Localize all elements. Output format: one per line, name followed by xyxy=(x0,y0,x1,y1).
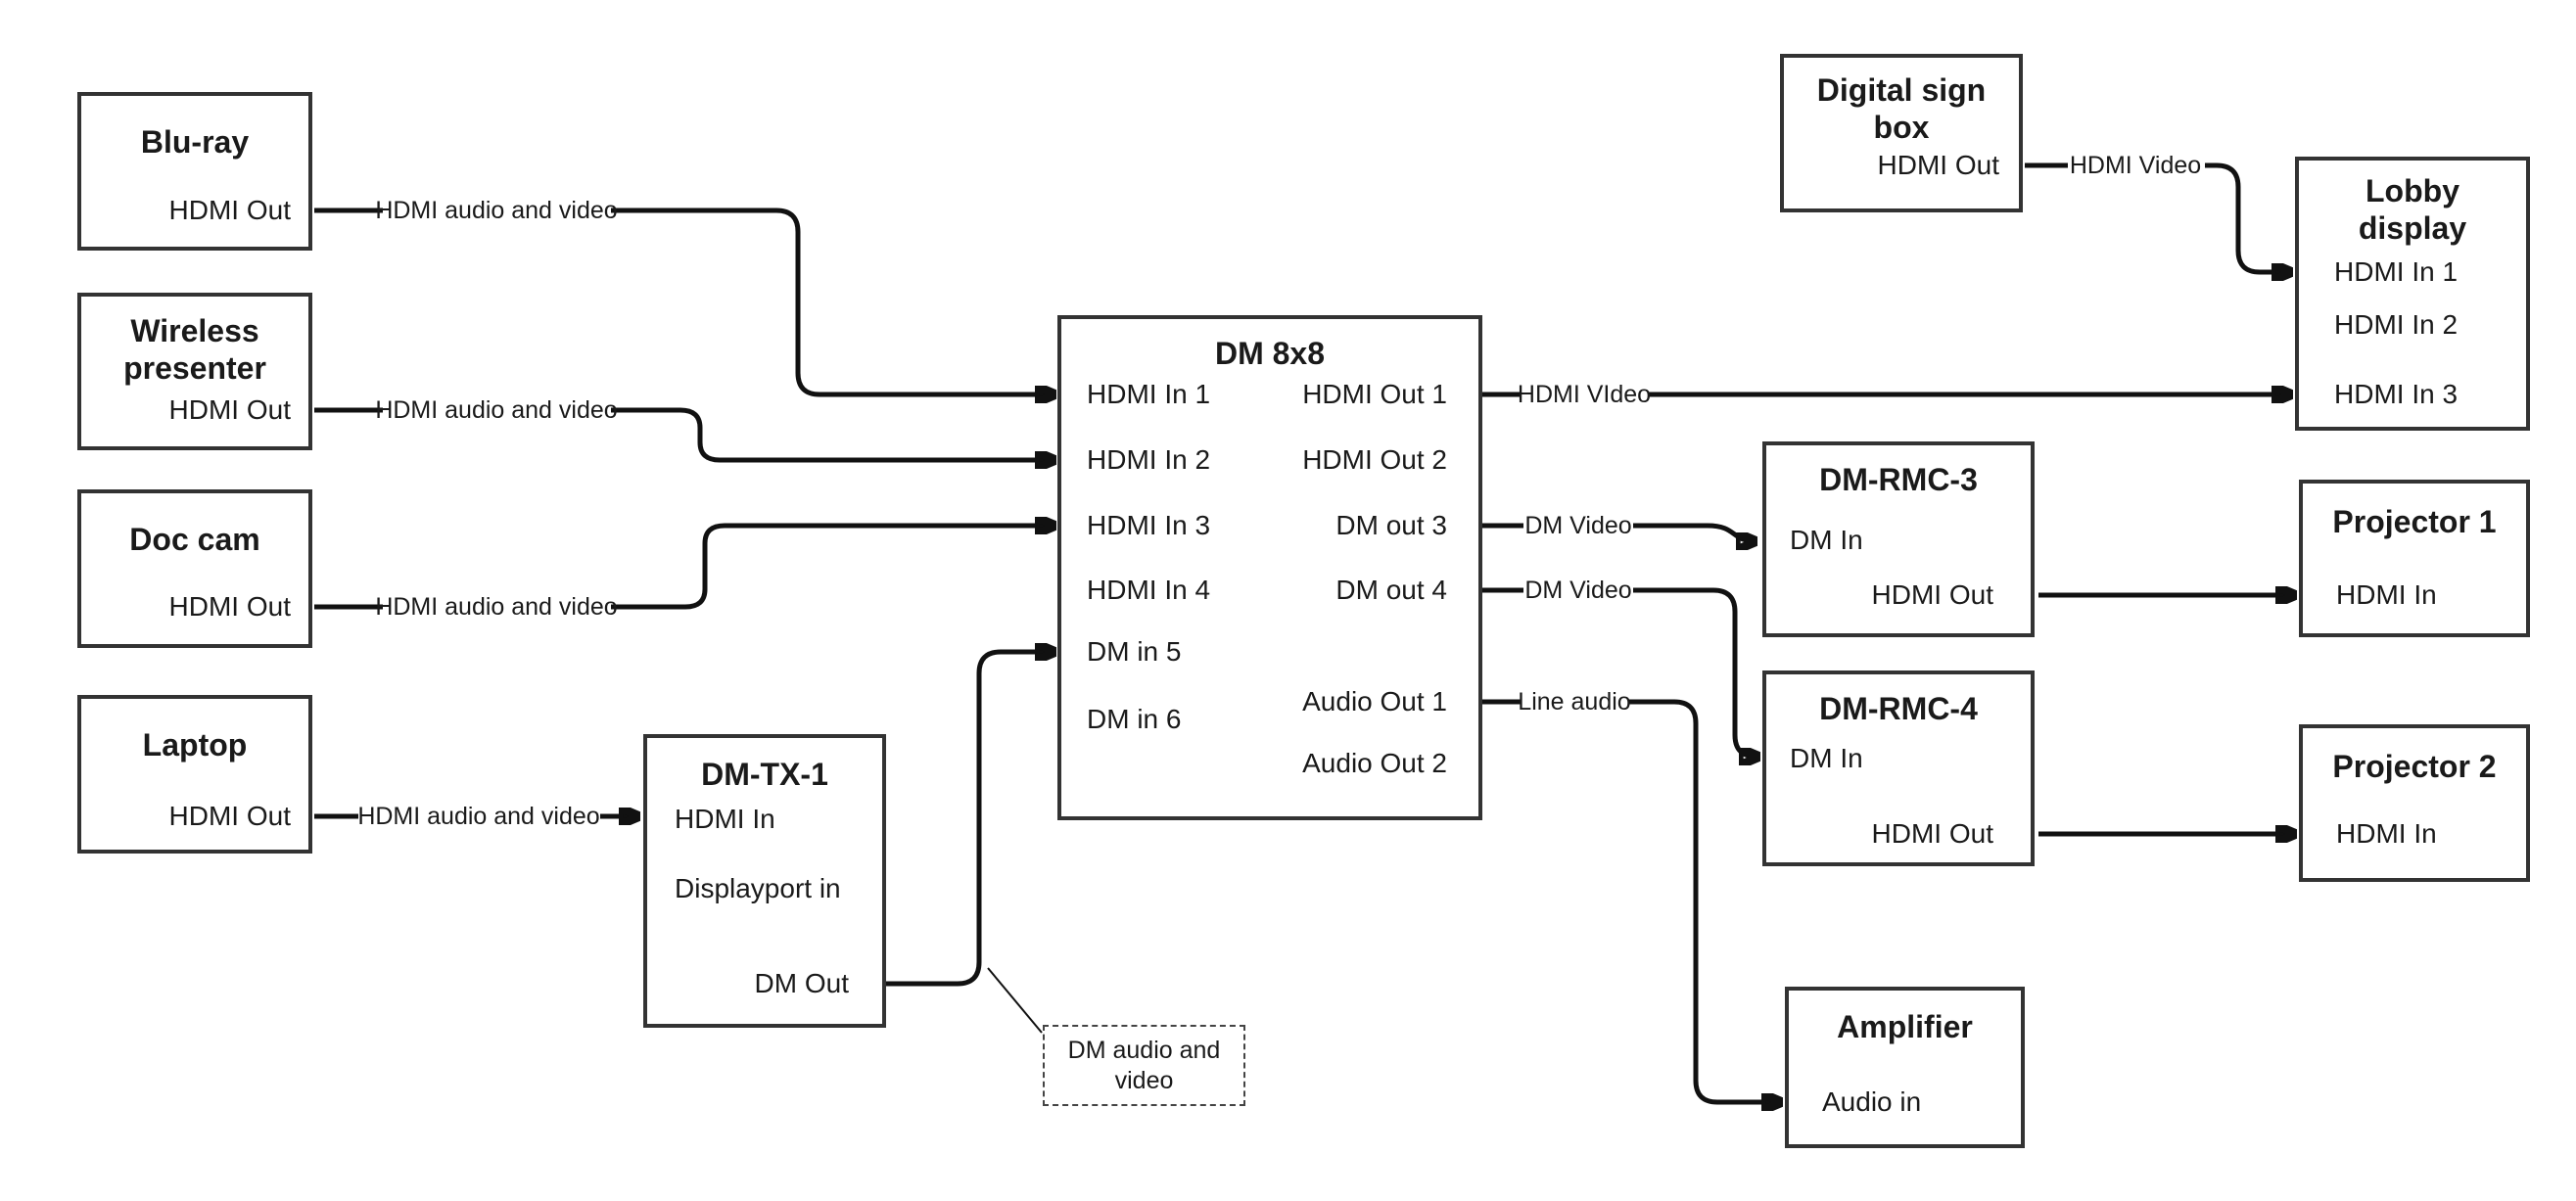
device-box-projector-2: Projector 2 HDMI In xyxy=(2299,724,2530,882)
port-dm8x8-hdmi-out-2: HDMI Out 2 xyxy=(1302,444,1447,475)
wire-label-dm-out-4: DM Video xyxy=(1524,577,1632,604)
wire-label-laptop: HDMI audio and video xyxy=(357,803,600,830)
wire-signbox-to-lobby xyxy=(2205,162,2291,272)
callout-dm-audio-video: DM audio and video xyxy=(1043,1025,1245,1106)
port-rmc3-hdmi-out: HDMI Out xyxy=(1871,579,1993,610)
wire-label-signbox: HDMI Video xyxy=(2069,152,2202,179)
port-proj2-hdmi-in: HDMI In xyxy=(2336,818,2437,849)
port-laptop-hdmi-out: HDMI Out xyxy=(168,801,291,831)
port-dm8x8-audio-out-1: Audio Out 1 xyxy=(1302,686,1447,716)
port-dm8x8-hdmi-out-1: HDMI Out 1 xyxy=(1302,379,1447,409)
wire-doccam-to-dm8x8 xyxy=(611,526,1054,610)
wire-label-bluray: HDMI audio and video xyxy=(375,197,618,224)
port-bluray-hdmi-out: HDMI Out xyxy=(168,195,291,225)
device-box-dm-tx-1: DM-TX-1 HDMI In Displayport in DM Out xyxy=(643,734,886,1028)
box-title-dm-tx-1: DM-TX-1 xyxy=(701,757,828,792)
wire-label-hdmi-out-1: HDMI VIdeo xyxy=(1517,381,1652,408)
port-amp-audio-in: Audio in xyxy=(1822,1086,1922,1117)
port-dm8x8-hdmi-in-3: HDMI In 3 xyxy=(1087,510,1211,540)
device-box-lobby-display: Lobby display HDMI In 1 HDMI In 2 HDMI I… xyxy=(2295,157,2530,431)
device-box-laptop: Laptop HDMI Out xyxy=(77,695,312,854)
port-dm8x8-dm-out-4: DM out 4 xyxy=(1335,575,1447,605)
port-dm8x8-hdmi-in-1: HDMI In 1 xyxy=(1087,379,1211,409)
box-title-amplifier: Amplifier xyxy=(1837,1009,1973,1044)
device-box-dm-8x8: DM 8x8 HDMI In 1 HDMI In 2 HDMI In 3 HDM… xyxy=(1057,315,1482,820)
port-rmc4-hdmi-out: HDMI Out xyxy=(1871,818,1993,849)
port-dm8x8-hdmi-in-4: HDMI In 4 xyxy=(1087,575,1211,605)
box-title-doc-cam: Doc cam xyxy=(129,522,260,557)
port-lobby-hdmi-in-2: HDMI In 2 xyxy=(2334,309,2459,340)
device-box-dm-rmc-3: DM-RMC-3 DM In HDMI Out xyxy=(1762,441,2035,637)
port-dmtx1-hdmi-in: HDMI In xyxy=(675,804,775,834)
device-box-amplifier: Amplifier Audio in xyxy=(1785,987,2025,1148)
box-title-dm-8x8: DM 8x8 xyxy=(1214,336,1326,371)
device-box-wireless-presenter: Wireless presenter HDMI Out xyxy=(77,293,312,450)
port-lobby-hdmi-in-3: HDMI In 3 xyxy=(2334,379,2459,409)
port-dm8x8-dm-in-6: DM in 6 xyxy=(1087,704,1182,734)
port-doccam-hdmi-out: HDMI Out xyxy=(168,591,291,622)
box-title-wireless-presenter: Wireless presenter xyxy=(123,313,266,386)
box-title-laptop: Laptop xyxy=(142,727,248,762)
box-title-dm-rmc-3: DM-RMC-3 xyxy=(1819,462,1978,497)
port-proj1-hdmi-in: HDMI In xyxy=(2336,579,2437,610)
wire-dmout3-to-rmc3 xyxy=(1633,523,1756,541)
box-title-lobby-display: Lobby display xyxy=(2358,173,2467,246)
port-rmc4-dm-in: DM In xyxy=(1790,743,1863,773)
box-title-projector-2: Projector 2 xyxy=(2332,749,2497,784)
wire-label-doccam: HDMI audio and video xyxy=(375,593,618,621)
device-box-bluray: Blu-ray HDMI Out xyxy=(77,92,312,251)
port-rmc3-dm-in: DM In xyxy=(1790,525,1863,555)
device-box-doc-cam: Doc cam HDMI Out xyxy=(77,489,312,648)
wire-dmout4-to-rmc4 xyxy=(1633,587,1758,757)
port-wireless-hdmi-out: HDMI Out xyxy=(168,394,291,425)
device-box-dm-rmc-4: DM-RMC-4 DM In HDMI Out xyxy=(1762,670,2035,866)
wire-bluray-to-dm8x8 xyxy=(611,208,1054,394)
port-dm8x8-hdmi-in-2: HDMI In 2 xyxy=(1087,444,1211,475)
wire-dmtx1-to-dm8x8 xyxy=(886,652,1054,987)
wire-label-wireless: HDMI audio and video xyxy=(375,396,618,424)
box-title-projector-1: Projector 1 xyxy=(2332,504,2497,539)
callout-leader-line xyxy=(987,967,1043,1034)
wire-label-dm-out-3: DM Video xyxy=(1524,512,1632,539)
box-title-dm-rmc-4: DM-RMC-4 xyxy=(1819,691,1978,726)
box-title-bluray: Blu-ray xyxy=(140,124,250,160)
wire-wireless-to-dm8x8 xyxy=(611,407,1054,460)
device-box-projector-1: Projector 1 HDMI In xyxy=(2299,480,2530,637)
box-title-digital-sign: Digital sign box xyxy=(1816,72,1987,145)
wire-label-audio-out-1: Line audio xyxy=(1518,688,1631,716)
port-dm8x8-dm-out-3: DM out 3 xyxy=(1335,510,1447,540)
port-signbox-hdmi-out: HDMI Out xyxy=(1877,150,1999,180)
port-dm8x8-dm-in-5: DM in 5 xyxy=(1087,636,1182,667)
port-lobby-hdmi-in-1: HDMI In 1 xyxy=(2334,256,2459,287)
device-box-digital-sign: Digital sign box HDMI Out xyxy=(1780,54,2023,212)
port-dmtx1-dm-out: DM Out xyxy=(754,968,849,998)
port-dm8x8-audio-out-2: Audio Out 2 xyxy=(1302,748,1447,778)
wire-audioout1-to-amp xyxy=(1629,699,1781,1102)
port-dmtx1-displayport-in: Displayport in xyxy=(675,873,841,903)
